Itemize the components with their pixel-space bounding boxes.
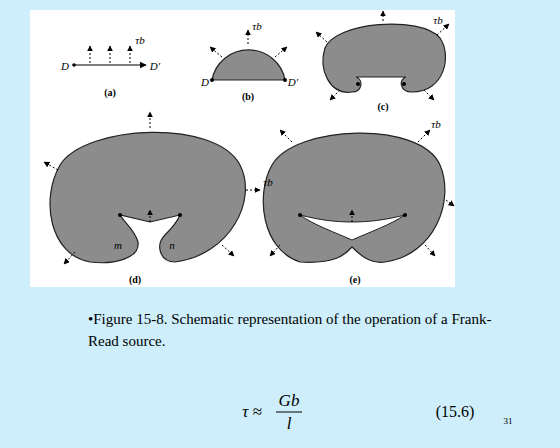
- expanding-loop: [50, 132, 245, 262]
- stress-arrows: [210, 30, 287, 57]
- equation-number: (15.6): [436, 403, 475, 421]
- dislocation-line: [74, 64, 146, 65]
- page-number: 31: [504, 416, 513, 426]
- panel-label: (b): [242, 91, 254, 102]
- panel-d: [44, 112, 260, 264]
- panel-e: [263, 130, 454, 262]
- figure-caption: •Figure 15-8. Schematic representation o…: [88, 308, 493, 352]
- stress-label: τb: [252, 20, 261, 32]
- point-label: D: [201, 76, 209, 88]
- pin-point: [72, 63, 76, 67]
- stress-label: τb: [135, 34, 144, 46]
- panel-label: (c): [377, 101, 388, 112]
- stress-arrows: [44, 112, 260, 264]
- equation-numerator: Gb: [279, 391, 300, 411]
- kidney-loop: [323, 24, 445, 92]
- stress-arrows: [270, 130, 454, 256]
- panel-label: (a): [104, 87, 116, 98]
- stress-label: τb: [431, 118, 440, 130]
- panel-label: (d): [129, 274, 141, 285]
- fraction-bar: [276, 412, 302, 413]
- new-segment: [300, 215, 405, 240]
- figure-panel: [30, 10, 455, 287]
- panel-a: [72, 46, 146, 67]
- panel-label: (e): [349, 274, 360, 285]
- panel-c: [316, 11, 449, 100]
- point-label: D′: [288, 76, 298, 88]
- stress-arrows: [90, 46, 130, 63]
- point-label: D′: [150, 60, 160, 72]
- equation-denominator: l: [287, 414, 292, 434]
- stress-label: τb: [433, 14, 442, 26]
- panel-b: [210, 30, 287, 82]
- segment-label: n: [169, 239, 175, 251]
- equation-term: τ ≈: [242, 402, 262, 422]
- stress-label: τb: [263, 176, 272, 188]
- stress-arrows: [316, 11, 449, 100]
- point-label: D: [61, 60, 69, 72]
- closed-loop: [263, 133, 445, 262]
- bowed-loop: [212, 50, 285, 80]
- segment-label: m: [114, 239, 122, 251]
